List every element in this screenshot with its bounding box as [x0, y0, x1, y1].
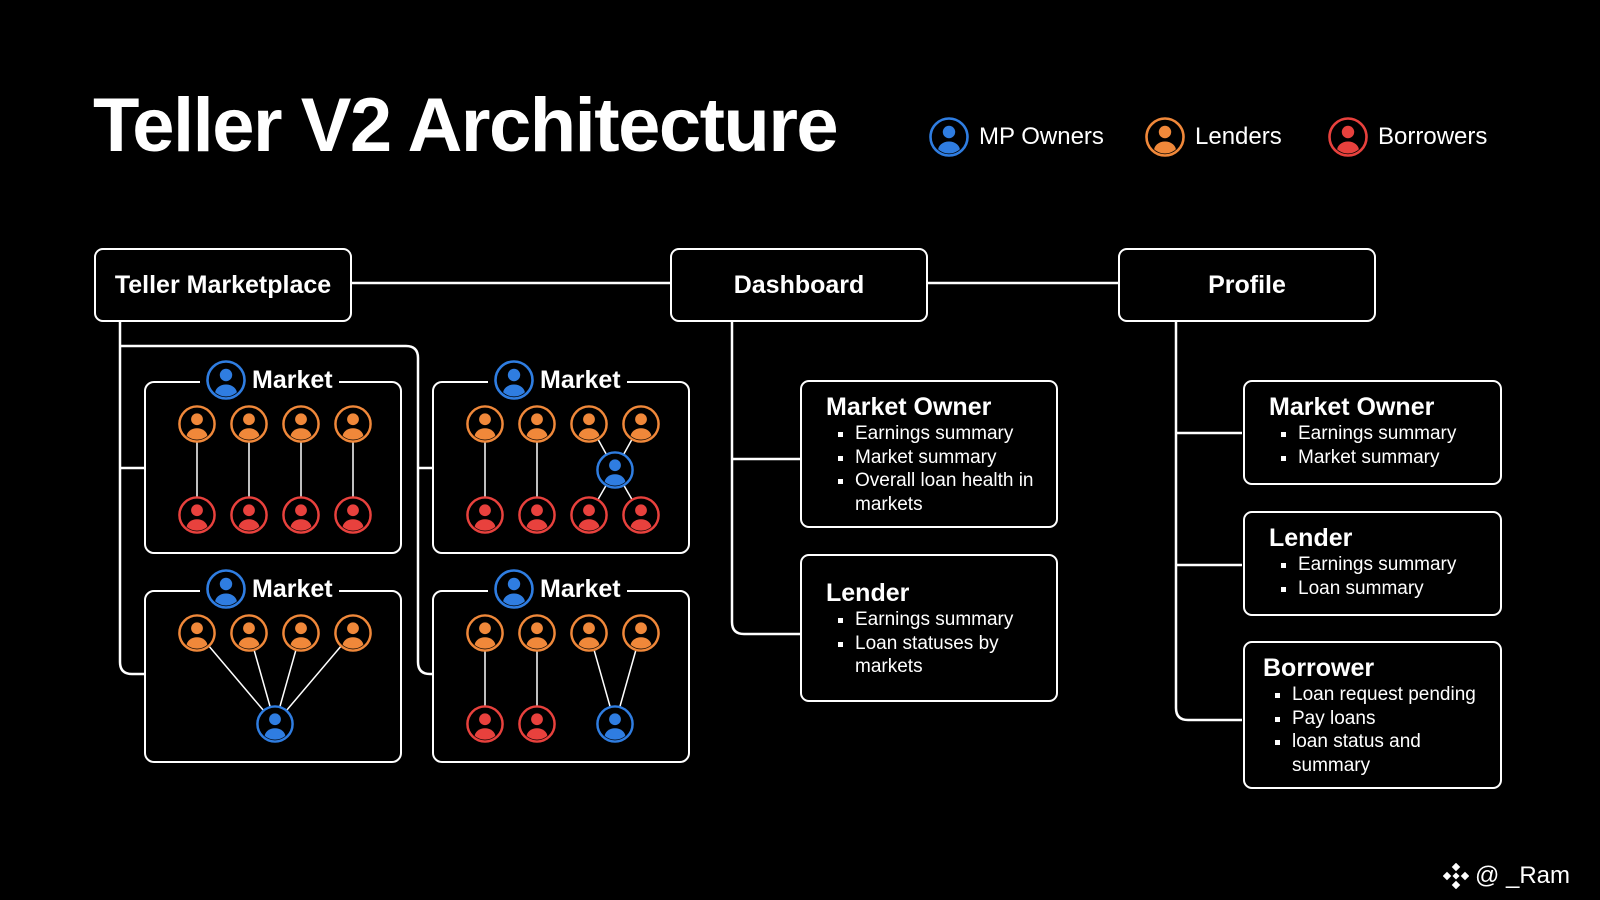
- borrower-icon: [230, 496, 268, 534]
- dashboard-node: Dashboard: [670, 248, 928, 322]
- teller-marketplace-node: Teller Marketplace: [94, 248, 352, 322]
- card-item: Earnings summary: [1269, 553, 1490, 577]
- lender-icon: [518, 614, 556, 652]
- lender-icon: [282, 405, 320, 443]
- card-title: Lender: [1269, 524, 1353, 552]
- mp-owner-icon: [929, 117, 969, 157]
- lender-icon: [178, 614, 216, 652]
- mp-owner-icon: [206, 360, 246, 400]
- card-title: Lender: [826, 579, 910, 607]
- market-header: Market: [200, 569, 339, 609]
- lender-icon: [230, 614, 268, 652]
- binance-logo-icon: [1442, 863, 1469, 889]
- dashboard-lender-card: Lender Earnings summary Loan statuses by…: [800, 554, 1058, 702]
- market-box: [144, 590, 402, 763]
- profile-market-owner-card: Market Owner Earnings summary Market sum…: [1243, 380, 1502, 485]
- lender-icon: [178, 405, 216, 443]
- lender-icon: [570, 405, 608, 443]
- borrower-icon: [466, 496, 504, 534]
- mp-owner-icon: [256, 705, 294, 743]
- card-item: Loan request pending: [1263, 683, 1490, 707]
- card-item: Market summary: [826, 446, 1046, 470]
- lender-icon: [570, 614, 608, 652]
- borrower-icon: [518, 496, 556, 534]
- market-label: Market: [252, 365, 333, 394]
- market-label: Market: [540, 574, 621, 603]
- card-item: Loan statuses by markets: [826, 632, 1046, 679]
- borrower-icon: [518, 705, 556, 743]
- lender-icon: [466, 405, 504, 443]
- legend-lenders: Lenders: [1145, 115, 1282, 159]
- mp-owner-icon: [494, 360, 534, 400]
- legend-mp-owners: MP Owners: [929, 115, 1104, 159]
- mp-owner-icon: [596, 705, 634, 743]
- mp-owner-icon: [206, 569, 246, 609]
- borrower-icon: [1328, 117, 1368, 157]
- legend-label: Borrowers: [1378, 123, 1488, 150]
- lender-icon: [466, 614, 504, 652]
- card-item: Earnings summary: [826, 422, 1046, 446]
- lender-icon: [334, 614, 372, 652]
- card-item: Earnings summary: [826, 608, 1046, 632]
- borrower-icon: [570, 496, 608, 534]
- borrower-icon: [334, 496, 372, 534]
- market-box: [144, 381, 402, 554]
- legend-borrowers: Borrowers: [1328, 115, 1487, 159]
- legend-label: MP Owners: [979, 123, 1104, 150]
- market-box: [432, 381, 690, 554]
- mp-owner-icon: [494, 569, 534, 609]
- lender-icon: [622, 614, 660, 652]
- card-item: Loan summary: [1269, 577, 1490, 601]
- market-header: Market: [488, 360, 627, 400]
- profile-borrower-card: Borrower Loan request pending Pay loans …: [1243, 641, 1502, 789]
- borrower-icon: [282, 496, 320, 534]
- card-title: Borrower: [1263, 654, 1375, 682]
- borrower-icon: [466, 705, 504, 743]
- profile-node: Profile: [1118, 248, 1376, 322]
- card-item: Market summary: [1269, 446, 1490, 470]
- card-title: Market Owner: [1269, 393, 1435, 421]
- lender-icon: [230, 405, 268, 443]
- card-item: Pay loans: [1263, 707, 1490, 731]
- mp-owner-icon: [596, 451, 634, 489]
- market-label: Market: [252, 574, 333, 603]
- market-header: Market: [200, 360, 339, 400]
- card-item: loan status and summary: [1263, 730, 1490, 777]
- card-item: Earnings summary: [1269, 422, 1490, 446]
- lender-icon: [282, 614, 320, 652]
- market-header: Market: [488, 569, 627, 609]
- watermark: @ _Ram: [1442, 862, 1570, 890]
- watermark-text: @ _Ram: [1474, 862, 1570, 889]
- dashboard-market-owner-card: Market Owner Earnings summary Market sum…: [800, 380, 1058, 528]
- market-label: Market: [540, 365, 621, 394]
- borrower-icon: [178, 496, 216, 534]
- profile-lender-card: Lender Earnings summary Loan summary: [1243, 511, 1502, 616]
- lender-icon: [518, 405, 556, 443]
- borrower-icon: [622, 496, 660, 534]
- card-title: Market Owner: [826, 393, 992, 421]
- lender-icon: [622, 405, 660, 443]
- page-title: Teller V2 Architecture: [93, 83, 839, 168]
- legend-label: Lenders: [1195, 123, 1282, 150]
- market-box: [432, 590, 690, 763]
- lender-icon: [334, 405, 372, 443]
- lender-icon: [1145, 117, 1185, 157]
- card-item: Overall loan health in markets: [826, 469, 1046, 516]
